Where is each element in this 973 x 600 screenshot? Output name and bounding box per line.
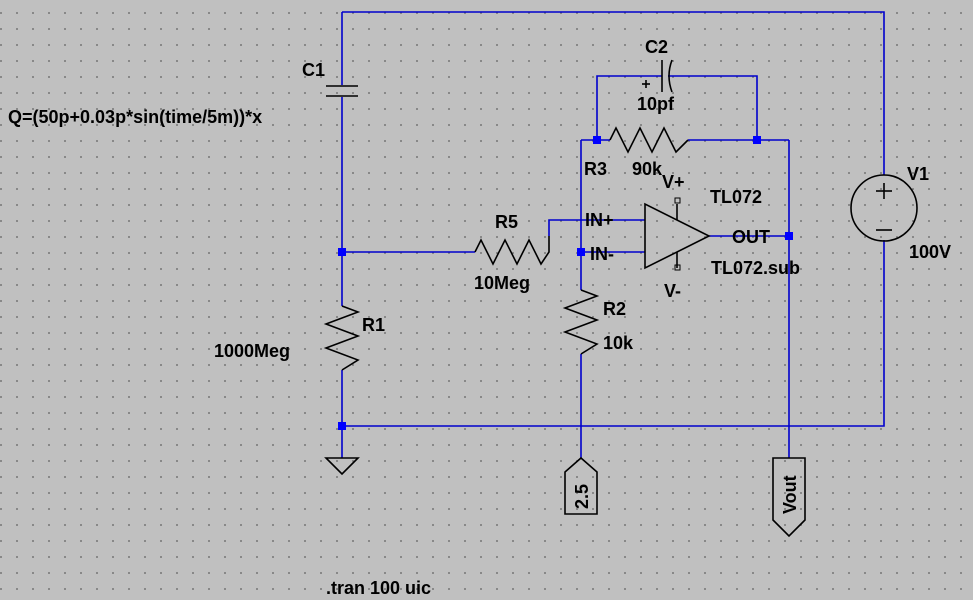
wire-bottom-rail[interactable] bbox=[342, 240, 885, 427]
ground-icon[interactable] bbox=[324, 457, 360, 476]
opamp-pin-v-minus: V- bbox=[664, 281, 681, 301]
opamp-pin-in-minus: IN- bbox=[590, 244, 614, 264]
resistor-r5[interactable] bbox=[474, 236, 550, 266]
opamp-pin-out: OUT bbox=[732, 227, 770, 247]
junction-dot bbox=[577, 248, 585, 256]
r5-value-label: 10Meg bbox=[474, 273, 530, 293]
net-label-vout-text: Vout bbox=[780, 475, 800, 514]
wire-c2-left[interactable] bbox=[596, 75, 662, 140]
opamp-subckt-label: TL072.sub bbox=[711, 258, 800, 278]
opamp-pin-v-plus: V+ bbox=[662, 172, 685, 192]
opamp-pin-in-plus: IN+ bbox=[585, 210, 614, 230]
wire-r5-inplus[interactable] bbox=[548, 219, 645, 236]
voltage-source-v1[interactable] bbox=[850, 174, 918, 242]
v1-name-label: V1 bbox=[907, 164, 929, 184]
resistor-r3[interactable] bbox=[609, 126, 689, 154]
junctions bbox=[338, 136, 793, 430]
c2-value-label: 10pf bbox=[637, 94, 675, 114]
junction-dot bbox=[785, 232, 793, 240]
v1-value-label: 100V bbox=[909, 242, 951, 262]
net-flag-ref[interactable] bbox=[564, 456, 598, 515]
r2-name-label: R2 bbox=[603, 299, 626, 319]
r1-value-label: 1000Meg bbox=[214, 341, 290, 361]
junction-dot bbox=[753, 136, 761, 144]
opamp-tl072[interactable] bbox=[644, 197, 711, 271]
c1-value-label: Q=(50p+0.03p*sin(time/5m))*x bbox=[8, 107, 262, 127]
spice-directive[interactable]: .tran 100 uic bbox=[326, 578, 431, 598]
r3-value-label: 90k bbox=[632, 159, 663, 179]
net-flag-vout[interactable] bbox=[772, 457, 806, 538]
junction-dot bbox=[338, 422, 346, 430]
junction-dot bbox=[338, 248, 346, 256]
r5-name-label: R5 bbox=[495, 212, 518, 232]
capacitor-c2[interactable] bbox=[642, 59, 673, 93]
r1-name-label: R1 bbox=[362, 315, 385, 335]
wire-top-rail[interactable] bbox=[342, 11, 885, 175]
wires bbox=[341, 11, 885, 458]
net-label-ref-text: 2.5 bbox=[572, 484, 592, 509]
wire-c2-right[interactable] bbox=[668, 75, 758, 140]
junction-dot bbox=[593, 136, 601, 144]
r3-name-label: R3 bbox=[584, 159, 607, 179]
capacitor-c1[interactable] bbox=[326, 85, 358, 97]
resistor-r1[interactable] bbox=[323, 305, 361, 371]
resistor-r2[interactable] bbox=[562, 289, 600, 355]
opamp-model-label: TL072 bbox=[710, 187, 762, 207]
c2-name-label: C2 bbox=[645, 37, 668, 57]
c1-name-label: C1 bbox=[302, 60, 325, 80]
r2-value-label: 10k bbox=[603, 333, 634, 353]
